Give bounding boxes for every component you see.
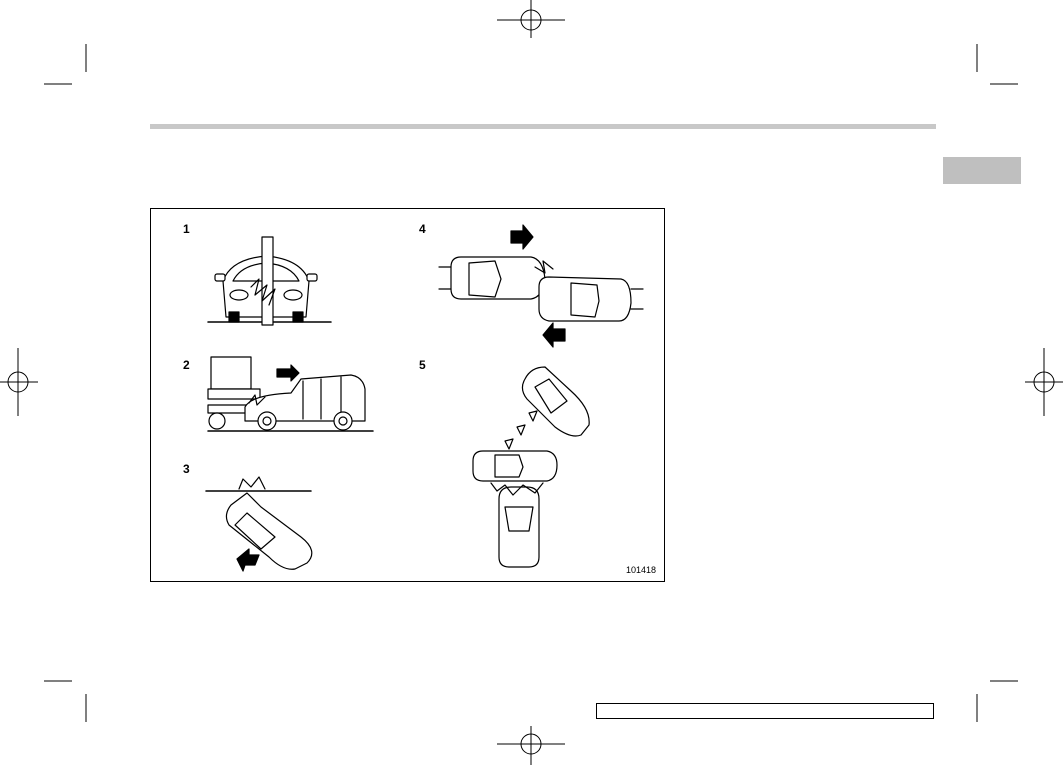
scene-1-pole-collision — [207, 236, 332, 326]
collision-figure: 1 4 2 5 3 101418 — [150, 208, 665, 582]
scene-2-truck-collision — [207, 356, 374, 432]
header-bar — [150, 124, 936, 129]
figure-label-4: 4 — [419, 222, 426, 236]
scene-5-multi-collision — [472, 366, 590, 568]
figure-label-3: 3 — [183, 462, 190, 476]
scene-4-side-collision — [438, 224, 644, 348]
figure-label-2: 2 — [183, 358, 190, 372]
figure-code: 101418 — [625, 565, 656, 575]
section-tab — [943, 157, 1021, 184]
collision-drawings — [205, 224, 644, 572]
scene-3-wall-collision — [205, 476, 313, 572]
figure-label-5: 5 — [419, 358, 426, 372]
figure-label-1: 1 — [183, 222, 190, 236]
page-number-box — [596, 703, 934, 719]
